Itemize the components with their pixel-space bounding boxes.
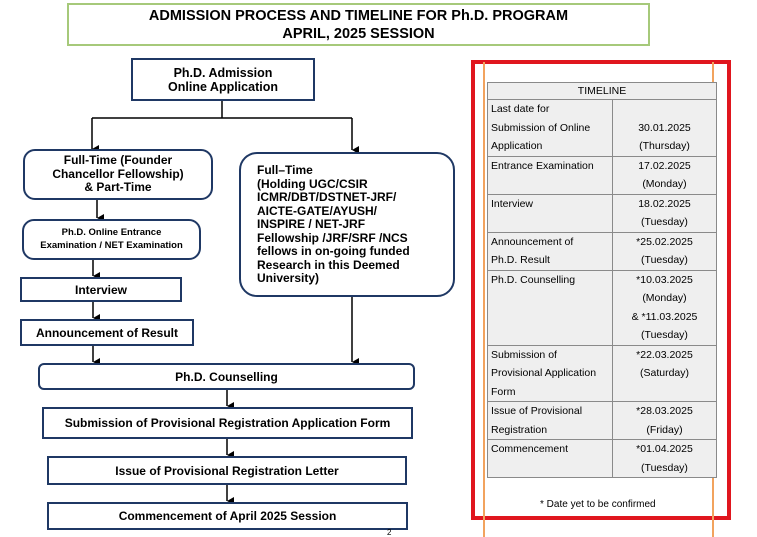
interview-label: Interview <box>74 282 128 297</box>
commencement-label: Commencement of April 2025 Session <box>118 509 337 523</box>
timeline-event: Ph.D. Counselling <box>487 269 613 346</box>
timeline-row: Last date for Submission of Online Appli… <box>487 99 717 157</box>
commencement-box: Commencement of April 2025 Session <box>47 502 408 530</box>
timeline-date: 17.02.2025 (Monday) <box>612 155 717 195</box>
timeline-date: *01.04.2025 (Tuesday) <box>612 439 717 478</box>
timeline-date: *28.03.2025 (Friday) <box>612 401 717 440</box>
entrance-box: Ph.D. Online Entrance Examination / NET … <box>22 219 201 260</box>
timeline-event: Issue of Provisional Registration <box>487 401 613 440</box>
submission-label: Submission of Provisional Registration A… <box>64 416 391 430</box>
timeline-date: *25.02.2025 (Tuesday) <box>612 231 717 271</box>
counselling-box: Ph.D. Counselling <box>38 363 415 390</box>
timeline-event: Last date for Submission of Online Appli… <box>487 99 613 157</box>
admission-box: Ph.D. Admission Online Application <box>131 58 315 101</box>
timeline-date: *10.03.2025 (Monday) & *11.03.2025 (Tues… <box>612 269 717 346</box>
timeline-event: Submission of Provisional Application Fo… <box>487 344 613 402</box>
title-line-1: ADMISSION PROCESS AND TIMELINE FOR Ph.D.… <box>148 7 569 24</box>
announcement-label: Announcement of Result <box>35 325 178 340</box>
issue-letter-label: Issue of Provisional Registration Letter <box>115 463 339 478</box>
counselling-label: Ph.D. Counselling <box>175 369 278 384</box>
timeline-row: Ph.D. Counselling*10.03.2025 (Monday) & … <box>487 269 717 346</box>
timeline-note: * Date yet to be confirmed <box>540 499 656 510</box>
timeline-row: Submission of Provisional Application Fo… <box>487 344 717 402</box>
timeline-row: Commencement*01.04.2025 (Tuesday) <box>487 439 717 478</box>
fulltime-ugc-box: Full–Time (Holding UGC/CSIR ICMR/DBT/DST… <box>239 152 455 297</box>
issue-letter-box: Issue of Provisional Registration Letter <box>47 456 407 485</box>
timeline-event: Interview <box>487 193 613 233</box>
timeline-row: Issue of Provisional Registration*28.03.… <box>487 401 717 440</box>
timeline-date: *22.03.2025 (Saturday) <box>612 344 717 402</box>
title-line-2: APRIL, 2025 SESSION <box>282 25 435 42</box>
entrance-label: Ph.D. Online Entrance Examination / NET … <box>40 227 183 251</box>
page-number: 2 <box>387 528 392 537</box>
timeline-heading: TIMELINE <box>487 82 717 100</box>
guide-line-left <box>483 62 485 537</box>
timeline-row: Announcement of Ph.D. Result*25.02.2025 … <box>487 231 717 271</box>
admission-label: Ph.D. Admission Online Application <box>168 65 278 94</box>
fulltime-founder-label: Full-Time (Founder Chancellor Fellowship… <box>52 153 184 195</box>
timeline-date: 18.02.2025 (Tuesday) <box>612 193 717 233</box>
submission-box: Submission of Provisional Registration A… <box>42 407 413 439</box>
timeline-date: 30.01.2025 (Thursday) <box>612 99 717 157</box>
timeline-event: Entrance Examination <box>487 155 613 195</box>
announcement-box: Announcement of Result <box>20 319 194 346</box>
timeline-event: Announcement of Ph.D. Result <box>487 231 613 271</box>
timeline-header-row: TIMELINE <box>487 82 717 100</box>
timeline-body: Last date for Submission of Online Appli… <box>487 99 717 478</box>
fulltime-ugc-label: Full–Time (Holding UGC/CSIR ICMR/DBT/DST… <box>257 163 410 285</box>
timeline-table: TIMELINE Last date for Submission of Onl… <box>487 82 717 478</box>
page-title: ADMISSION PROCESS AND TIMELINE FOR Ph.D.… <box>67 3 650 46</box>
interview-box: Interview <box>20 277 182 302</box>
fulltime-founder-box: Full-Time (Founder Chancellor Fellowship… <box>23 149 213 200</box>
timeline-event: Commencement <box>487 439 613 478</box>
